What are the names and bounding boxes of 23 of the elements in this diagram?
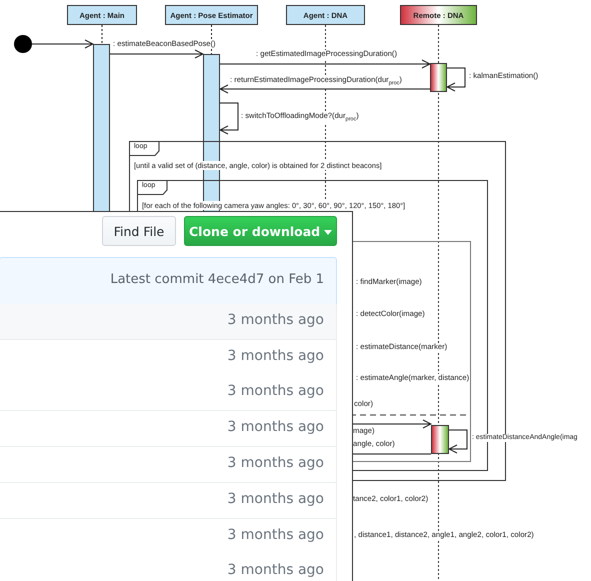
- activation-bar: [431, 425, 449, 454]
- commit-age: 3 months ago: [227, 383, 324, 399]
- commit-age: 3 months ago: [227, 562, 324, 578]
- message-arrow: [220, 84, 430, 94]
- commit-age: 3 months ago: [227, 455, 324, 471]
- message-arrow: [32, 40, 94, 48]
- commit-age: 3 months ago: [227, 491, 324, 507]
- lifeline: [211, 24, 212, 54]
- clone-download-button: Clone or download: [184, 216, 337, 246]
- commit-age: 3 months ago: [227, 527, 324, 543]
- initial-node: [14, 35, 32, 53]
- commit-age: 3 months ago: [227, 348, 324, 364]
- message-arrow: [110, 50, 204, 58]
- message-arrow: [448, 430, 468, 454]
- message-arrow: [220, 102, 238, 134]
- commit-age: 3 months ago: [227, 312, 324, 328]
- message-arrow: [352, 420, 432, 428]
- message-arrow: [220, 60, 430, 68]
- activation-bar: [430, 63, 447, 92]
- find-file-button: Find File: [102, 216, 176, 246]
- commit-age: 3 months ago: [227, 419, 324, 435]
- message-arrow: [446, 68, 466, 92]
- commit-info: Latest commit 4ece4d7 on Feb 1: [110, 272, 324, 287]
